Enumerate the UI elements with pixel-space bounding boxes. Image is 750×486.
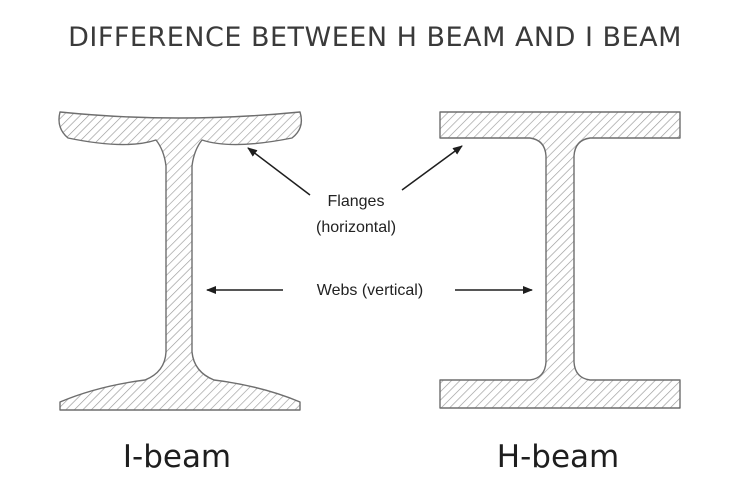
page-title: DIFFERENCE BETWEEN H BEAM AND I BEAM	[68, 22, 682, 53]
flange-arrow-right	[401, 145, 463, 191]
flanges-sublabel: (horizontal)	[316, 219, 396, 236]
h-beam-caption: H-beam	[497, 439, 619, 475]
flanges-label: Flanges	[328, 193, 385, 210]
webs-label: Webs (vertical)	[317, 282, 423, 299]
i-beam-caption: I-beam	[123, 439, 231, 475]
flange-arrow-left	[247, 147, 311, 196]
i-beam-shape	[58, 111, 303, 411]
h-beam-shape	[439, 111, 681, 409]
